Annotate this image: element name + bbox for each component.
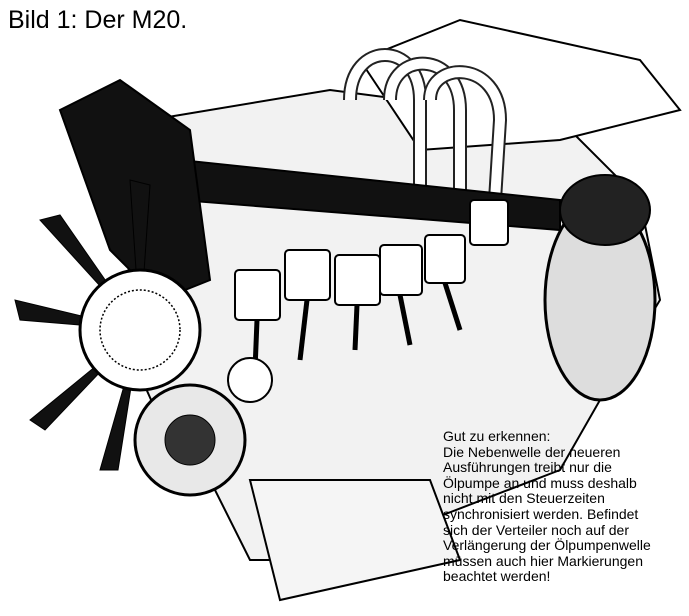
- caption-line: Ausführungen treibt nur die: [443, 459, 612, 476]
- caption-text: Gut zu erkennen: Die Nebenwelle der neue…: [443, 428, 651, 585]
- connecting-rod: [397, 294, 413, 346]
- intake-runner: [425, 67, 506, 201]
- caption-line: Die Nebenwelle der neueren: [443, 443, 621, 460]
- fan-clutch: [78, 268, 202, 392]
- caption-line: synchronisiert werden. Befindet: [443, 505, 639, 522]
- piston: [284, 249, 331, 301]
- oil-pan: [248, 479, 462, 602]
- caption-line: nicht mit den Steuerzeiten: [443, 490, 605, 507]
- air-intake: [559, 174, 651, 246]
- connecting-rod: [352, 304, 360, 351]
- piston: [469, 199, 509, 246]
- connecting-rod: [442, 282, 463, 331]
- caption-line: beachtet werden!: [443, 568, 551, 585]
- piston: [424, 234, 466, 284]
- piston: [379, 244, 423, 296]
- valve-cover: [358, 18, 682, 152]
- figure-title: Bild 1: Der M20.: [8, 6, 188, 34]
- caption-line: Verlängerung der Ölpumpenwelle: [443, 537, 651, 554]
- fan-blade: [129, 179, 151, 331]
- caption-line: sich der Verteiler noch auf der: [443, 521, 629, 538]
- intake-runner: [345, 50, 425, 200]
- piston: [334, 254, 381, 306]
- caption-line: müssen auch hier Markierungen: [443, 552, 643, 569]
- caption-line: Ölpumpe an und muss deshalb: [443, 474, 637, 491]
- piston: [234, 269, 281, 321]
- idler-pulley: [227, 357, 273, 403]
- intake-runner: [385, 58, 465, 200]
- connecting-rod: [297, 299, 310, 361]
- caption-line: Gut zu erkennen:: [443, 428, 551, 444]
